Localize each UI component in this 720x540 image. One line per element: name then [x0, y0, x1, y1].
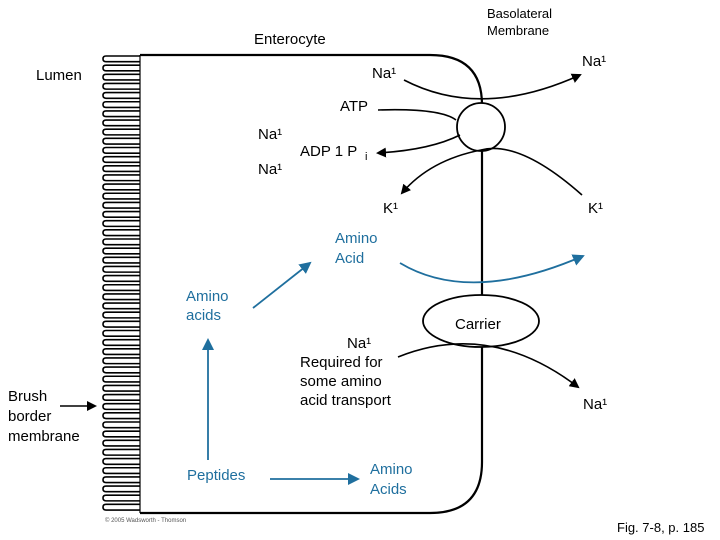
- amino-bottom-label-1: Amino: [370, 461, 413, 478]
- na-efflux-arrow: [403, 73, 582, 100]
- na-top-inside-label: Na¹: [372, 65, 396, 82]
- required-label-3: acid transport: [300, 392, 392, 409]
- na-carrier-arrow: [397, 343, 580, 389]
- brush-label-1: Brush: [8, 388, 47, 405]
- amino-acids-label-2: acids: [186, 307, 221, 324]
- lumen-label: Lumen: [36, 67, 82, 84]
- basolateral-label-2: Membrane: [487, 23, 549, 38]
- atp-label: ATP: [340, 98, 368, 115]
- copyright-text: © 2005 Wadsworth - Thomson: [105, 517, 186, 524]
- carrier-ellipse: [422, 294, 540, 348]
- peptides-label: Peptides: [187, 467, 245, 484]
- required-label-2: some amino: [300, 373, 382, 390]
- carrier-label: Carrier: [455, 316, 501, 333]
- amino-acid-carrier-arrow: [399, 254, 585, 284]
- amino-acid-label-1: Amino: [335, 230, 378, 247]
- adp-subscript: i: [365, 151, 367, 163]
- na-carrier-label: Na¹: [347, 335, 371, 352]
- na-left-label-2: Na¹: [258, 161, 282, 178]
- amino-acid-label-2: Acid: [335, 250, 364, 267]
- adp-label: ADP 1 P: [300, 143, 357, 160]
- microvilli-path: [102, 55, 140, 511]
- cell-membrane: [140, 53, 484, 515]
- basolateral-label-1: Basolateral: [487, 6, 552, 21]
- na-top-outside-label: Na¹: [582, 53, 606, 70]
- na-k-pump: [456, 102, 506, 152]
- brush-label-2: border: [8, 408, 51, 425]
- amino-acids-label-1: Amino: [186, 288, 229, 305]
- k-inside-label: K¹: [383, 200, 398, 217]
- k-outside-label: K¹: [588, 200, 603, 217]
- amino-bottom-label-2: Acids: [370, 481, 407, 498]
- na-left-label-1: Na¹: [258, 126, 282, 143]
- atp-arrow: [377, 108, 457, 121]
- figure-caption: Fig. 7-8, p. 185: [617, 520, 704, 535]
- amino-acids-diag-arrow: [252, 261, 312, 309]
- k-influx-arrow: [400, 147, 583, 196]
- brush-label-3: membrane: [8, 428, 80, 445]
- required-label-1: Required for: [300, 354, 383, 371]
- enterocyte-label: Enterocyte: [254, 31, 326, 48]
- adp-arrow: [376, 134, 461, 158]
- na-bottom-outside-label: Na¹: [583, 396, 607, 413]
- microvilli: [102, 55, 141, 513]
